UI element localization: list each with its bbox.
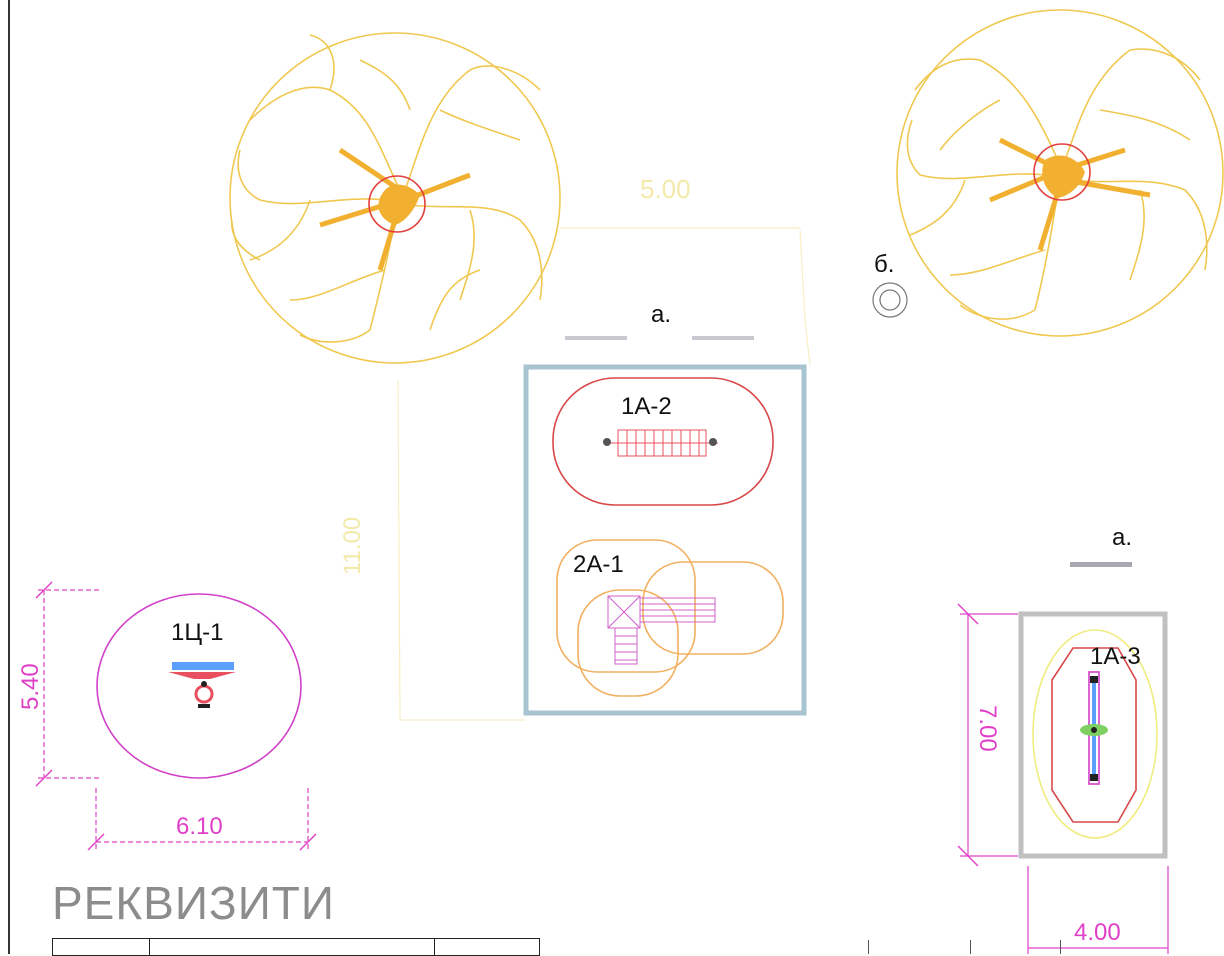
equipment-2a1-climber [607,595,716,665]
dimension-1ts1-width: 6.10 [176,813,223,840]
table-cell [434,938,540,956]
bench-symbols-top [565,336,754,340]
safety-zone-1a3-outer [1032,629,1158,839]
table-divider [868,940,869,954]
table-cell [149,938,435,956]
play-zone-border [523,364,807,716]
safety-zone-2a1 [556,539,784,697]
post-1a2-left [603,438,611,446]
faint-construction-lines [397,227,811,721]
dimension-ticks-1a3-height [957,603,979,867]
section-title-requisites: РЕКВИЗИТИ [52,877,335,929]
equipment-1a3-seesaw [1080,671,1108,785]
faint-dimension-left: 11.00 [339,517,366,575]
dimension-ticks-1ts1-width [87,833,317,851]
tree-trunk-right [989,137,1151,251]
dimension-line-1ts1-width [95,788,309,850]
dimension-1ts1-height: 5.40 [17,663,44,710]
dimension-1a3-height: 7.00 [974,705,1001,752]
dimension-line-1a3-height [960,613,1018,857]
equipment-1ts1-spring-rider [168,662,236,708]
table-divider [970,940,971,954]
tree-canopy-left [229,32,561,364]
label-a-right: а. [1112,524,1132,551]
table-divider [1060,940,1061,954]
label-2a1: 2А-1 [573,551,624,578]
label-b: б. [874,251,894,278]
title-block-fragment [860,940,1220,954]
label-1a2: 1А-2 [621,393,672,420]
post-1a2-right [709,438,717,446]
faint-dimension-top: 5.00 [640,174,691,204]
label-1ts1: 1Ц-1 [171,619,223,646]
safety-zone-1a3-inner [1051,647,1137,823]
safety-zone-1ts1 [96,593,302,779]
play-zone-border-1a3 [1018,611,1168,859]
equipment-1a2-ladder [606,429,718,457]
dimension-line-1a3-width [1027,866,1169,954]
label-a-top: а. [651,301,671,328]
bollard-symbol-b [872,282,908,318]
tree-canopy-right [896,9,1224,337]
label-1a3: 1А-3 [1090,643,1141,670]
dimension-line-1ts1-height [38,589,100,779]
requisites-table [52,938,540,956]
tree-trunk-left [319,147,471,271]
safety-zone-1a2 [552,377,774,506]
dimension-ticks-1ts1-height [35,581,53,787]
table-cell [52,938,150,956]
table-row [52,938,540,956]
dimension-1a3-width: 4.00 [1074,919,1121,946]
bench-symbol-right [1070,562,1132,567]
